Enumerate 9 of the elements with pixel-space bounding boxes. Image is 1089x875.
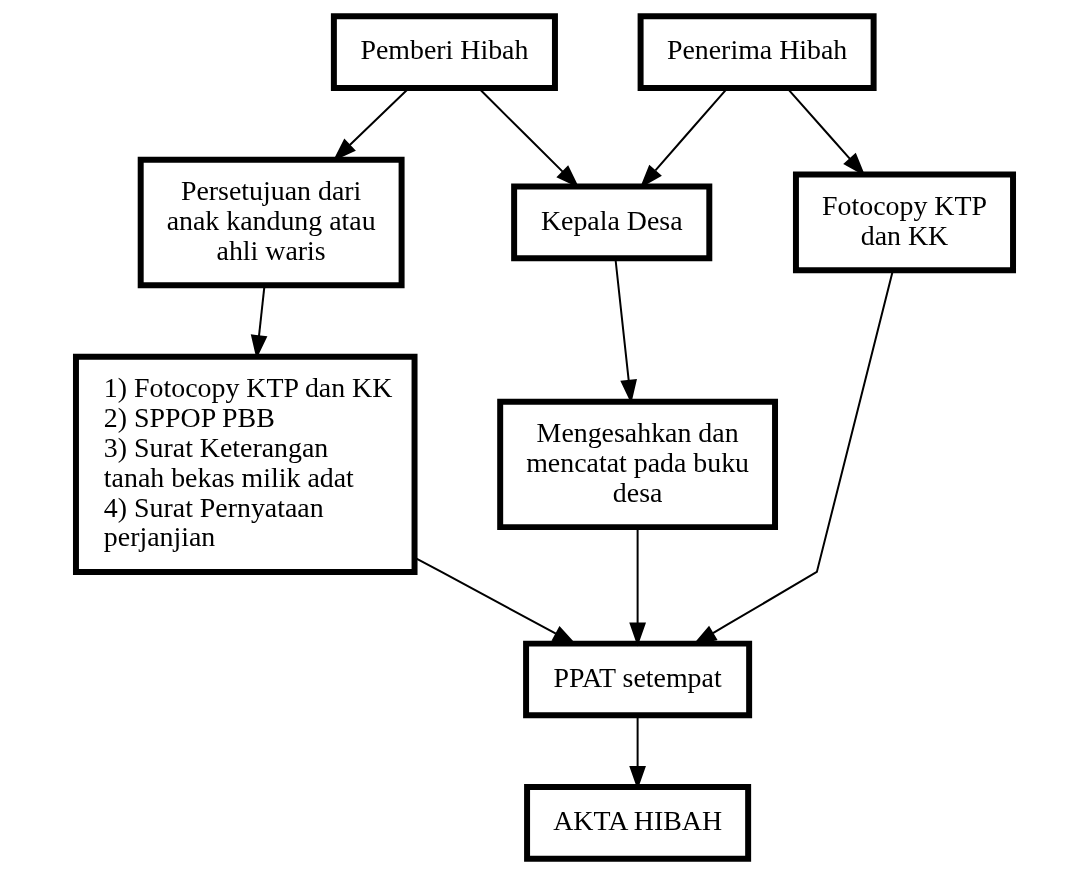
node-box: Kepala Desa bbox=[511, 183, 713, 262]
node-box: Persetujuan dari anak kandung atau ahli waris bbox=[137, 156, 405, 289]
node-box: Pemberi Hibah bbox=[330, 13, 558, 91]
node-box: Fotocopy KTP dan KK bbox=[792, 171, 1016, 274]
node-box: 1) Fotocopy KTP dan KK 2) SPPOP PBB 3) Surat Keterangan tanah bekas milik adat 4) Surat Pernyataan perjanjian bbox=[73, 353, 418, 575]
node-box: PPAT setempat bbox=[523, 640, 753, 719]
node-box: AKTA HIBAH bbox=[524, 784, 752, 862]
node-box: Mengesahkan dan mencatat pada buku desa bbox=[497, 398, 778, 531]
node-box: Penerima Hibah bbox=[637, 13, 877, 91]
